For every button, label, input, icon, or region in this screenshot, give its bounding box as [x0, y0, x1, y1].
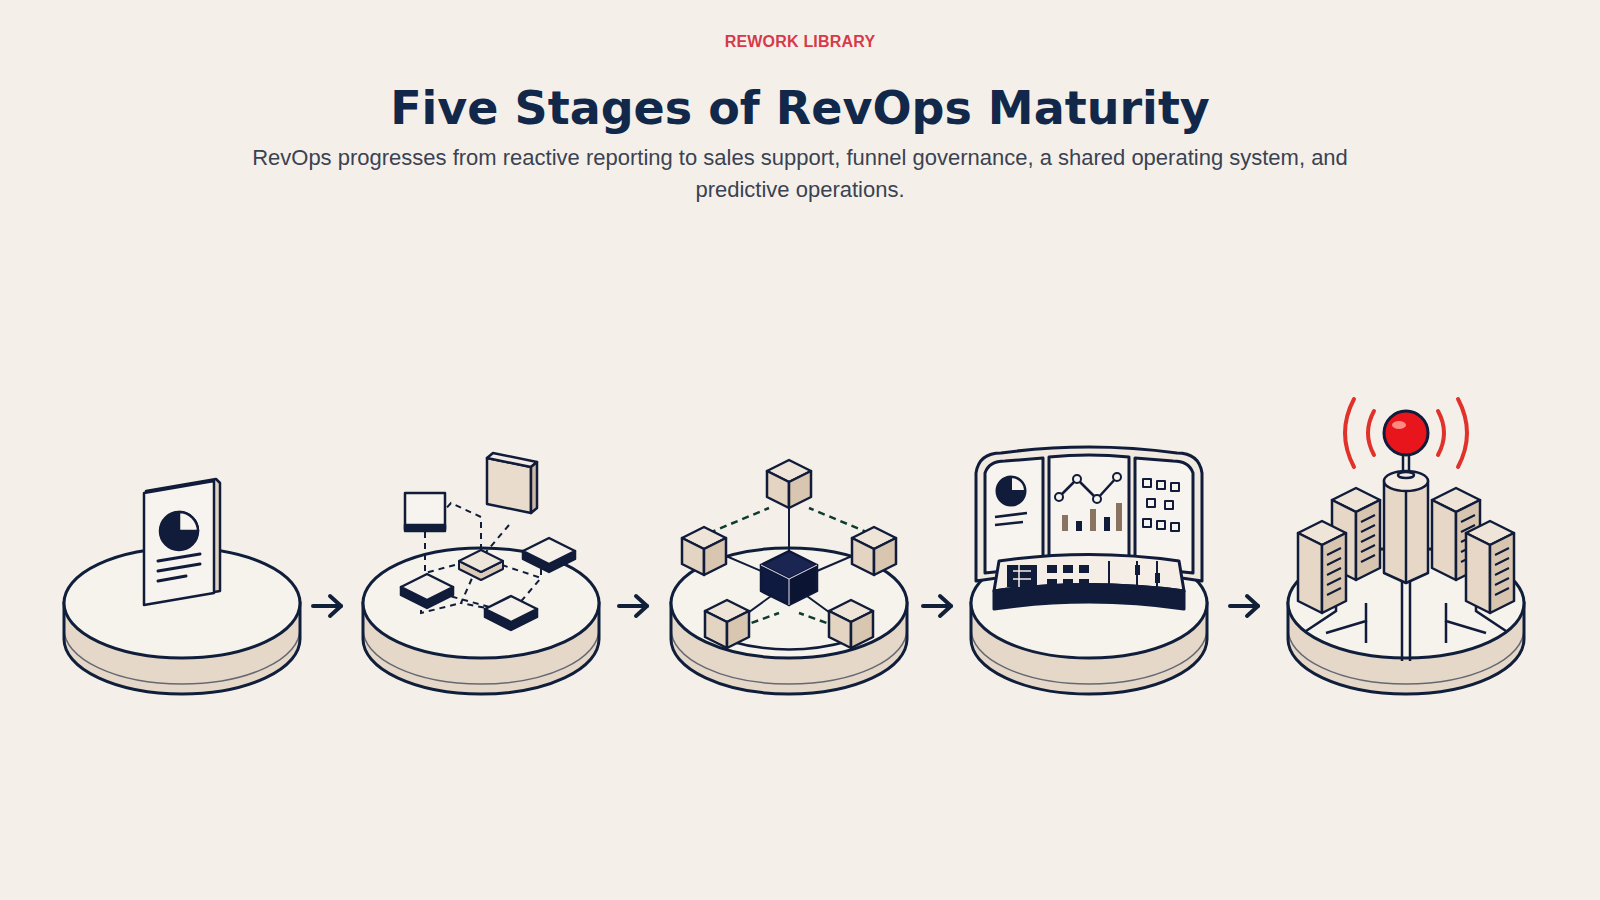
- beacon: [1384, 411, 1428, 455]
- page-title: Five Stages of RevOps Maturity: [0, 80, 1600, 136]
- kicker-label: REWORK LIBRARY: [0, 33, 1600, 51]
- stage-arrow: [1230, 596, 1258, 616]
- stage-predictive: [1288, 399, 1524, 694]
- signal-waves: [1345, 399, 1467, 467]
- stage-sales-support: [363, 453, 599, 694]
- stage-arrow: [923, 596, 951, 616]
- stage-arrow: [619, 596, 647, 616]
- stage-operating-system: [971, 447, 1207, 694]
- stage-arrow: [313, 596, 341, 616]
- stage-funnel-governance: [671, 460, 907, 694]
- stage-reporting: [64, 479, 300, 694]
- page-caption: RevOps progresses from reactive reportin…: [225, 142, 1375, 206]
